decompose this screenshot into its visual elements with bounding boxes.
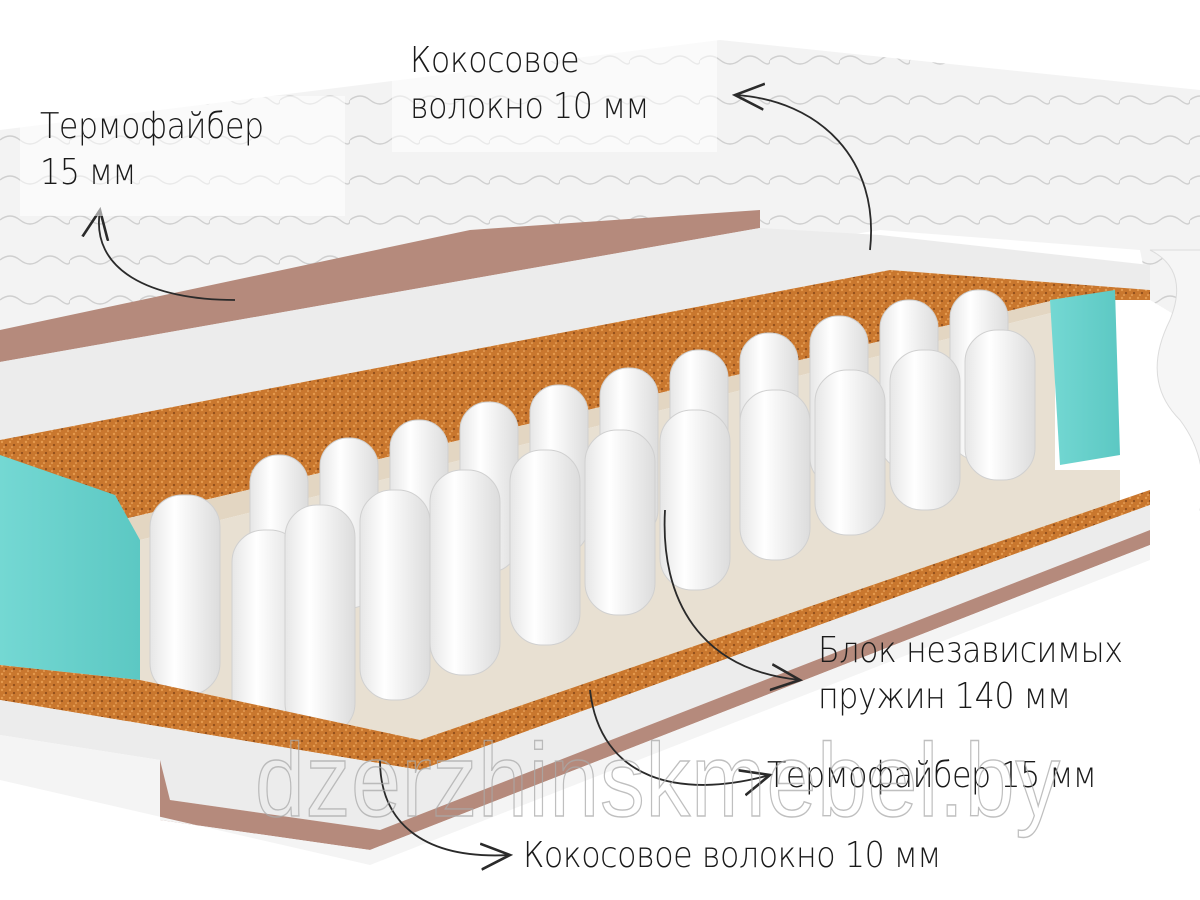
right-cover-edge	[1149, 249, 1200, 511]
arrow-spring-block	[663, 509, 800, 680]
label-top-thermofiber: Термофайбер 15 мм	[40, 104, 264, 196]
bottom-thermofiber-layer	[0, 505, 1150, 830]
right-foam-side	[1050, 290, 1120, 465]
arrow-top-thermofiber	[99, 210, 236, 301]
label-top-coconut-line1: Кокосовое	[410, 40, 580, 81]
label-top-coconut-line2: волокно 10 мм	[410, 86, 650, 127]
bottom-felt-layer	[160, 530, 1150, 850]
arrow-bottom-coconut	[379, 759, 510, 855]
spring-block	[149, 289, 1036, 771]
label-bottom-coconut-line1: Кокосовое волокно 10 мм	[523, 835, 941, 876]
arrow-bottom-thermofiber	[589, 689, 770, 785]
top-felt-layer	[0, 210, 760, 362]
label-bottom-coconut: Кокосовое волокно 10 мм	[523, 833, 941, 879]
label-backdrop-top-coconut	[392, 30, 717, 152]
spring-row-front	[149, 329, 1036, 771]
label-backdrop-top-thermofiber	[20, 96, 345, 216]
top-thermofiber-layer	[0, 228, 1150, 440]
label-spring-block-line2: пружин 140 мм	[818, 676, 1071, 717]
label-bottom-thermofiber: Термофайбер 15 мм	[767, 753, 1097, 799]
label-spring-block: Блок независимых пружин 140 мм	[818, 628, 1123, 720]
label-bottom-thermofiber-line1: Термофайбер 15 мм	[767, 755, 1097, 796]
label-top-coconut: Кокосовое волокно 10 мм	[410, 38, 649, 130]
label-top-thermofiber-line2: 15 мм	[40, 152, 136, 193]
watermark: dzerzhinskmebel.by	[254, 722, 1061, 839]
label-top-thermofiber-line1: Термофайбер	[40, 106, 264, 147]
left-foam-side	[0, 455, 140, 680]
arrow-top-coconut	[735, 95, 872, 251]
label-spring-block-line1: Блок независимых	[818, 630, 1123, 671]
